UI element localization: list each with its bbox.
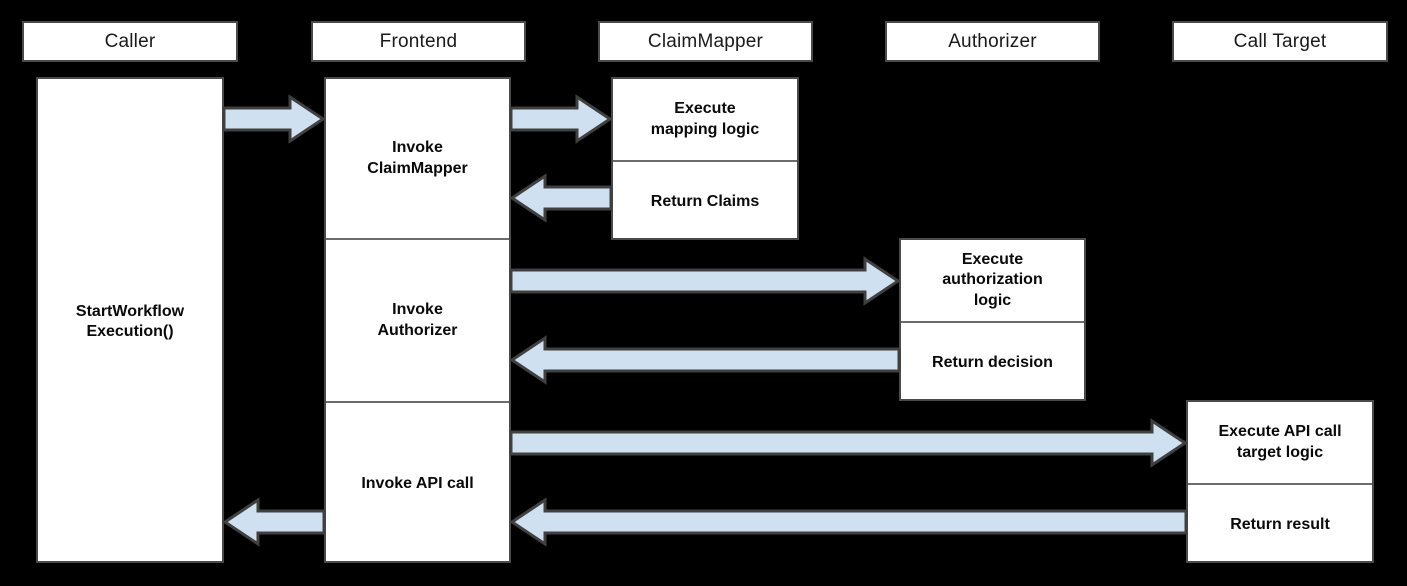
arrow-frontend-to-calltarget — [509, 418, 1188, 468]
lane-header-calltarget-label: Call Target — [1233, 30, 1327, 52]
frontend-cell-invoke-api-call-label: Invoke API call — [361, 474, 474, 492]
lane-header-caller-label: Caller — [104, 30, 156, 52]
authorizer-cell-return-decision-label: Return decision — [932, 353, 1053, 371]
arrow-calltarget-to-frontend — [509, 497, 1188, 547]
arrow-frontend-to-caller — [222, 497, 326, 547]
calltarget-cell-return-result: Return result — [1188, 483, 1372, 565]
claimmapper-cell-return-claims-label: Return Claims — [650, 192, 760, 210]
arrow-authorizer-to-frontend — [509, 335, 901, 385]
lane-header-authorizer: Authorizer — [885, 21, 1100, 62]
calltarget-cell-return-result-label: Return result — [1230, 515, 1330, 533]
lane-header-caller: Caller — [22, 21, 238, 62]
authorizer-cell-return-decision: Return decision — [901, 321, 1084, 403]
lane-header-authorizer-label: Authorizer — [948, 30, 1037, 52]
arrow-frontend-to-claimmapper — [509, 94, 613, 144]
lane-header-claimmapper-label: ClaimMapper — [647, 30, 764, 52]
claimmapper-cell-return-claims: Return Claims — [613, 160, 797, 242]
lane-header-frontend-label: Frontend — [379, 30, 458, 52]
lane-header-frontend: Frontend — [311, 21, 526, 62]
arrow-claimmapper-to-frontend — [509, 173, 613, 223]
lane-header-calltarget: Call Target — [1172, 21, 1388, 62]
frontend-cell-invoke-api-call: Invoke API call — [326, 401, 509, 565]
arrow-frontend-to-authorizer — [509, 256, 901, 306]
arrow-caller-to-frontend — [222, 94, 326, 144]
lane-header-claimmapper: ClaimMapper — [598, 21, 813, 62]
